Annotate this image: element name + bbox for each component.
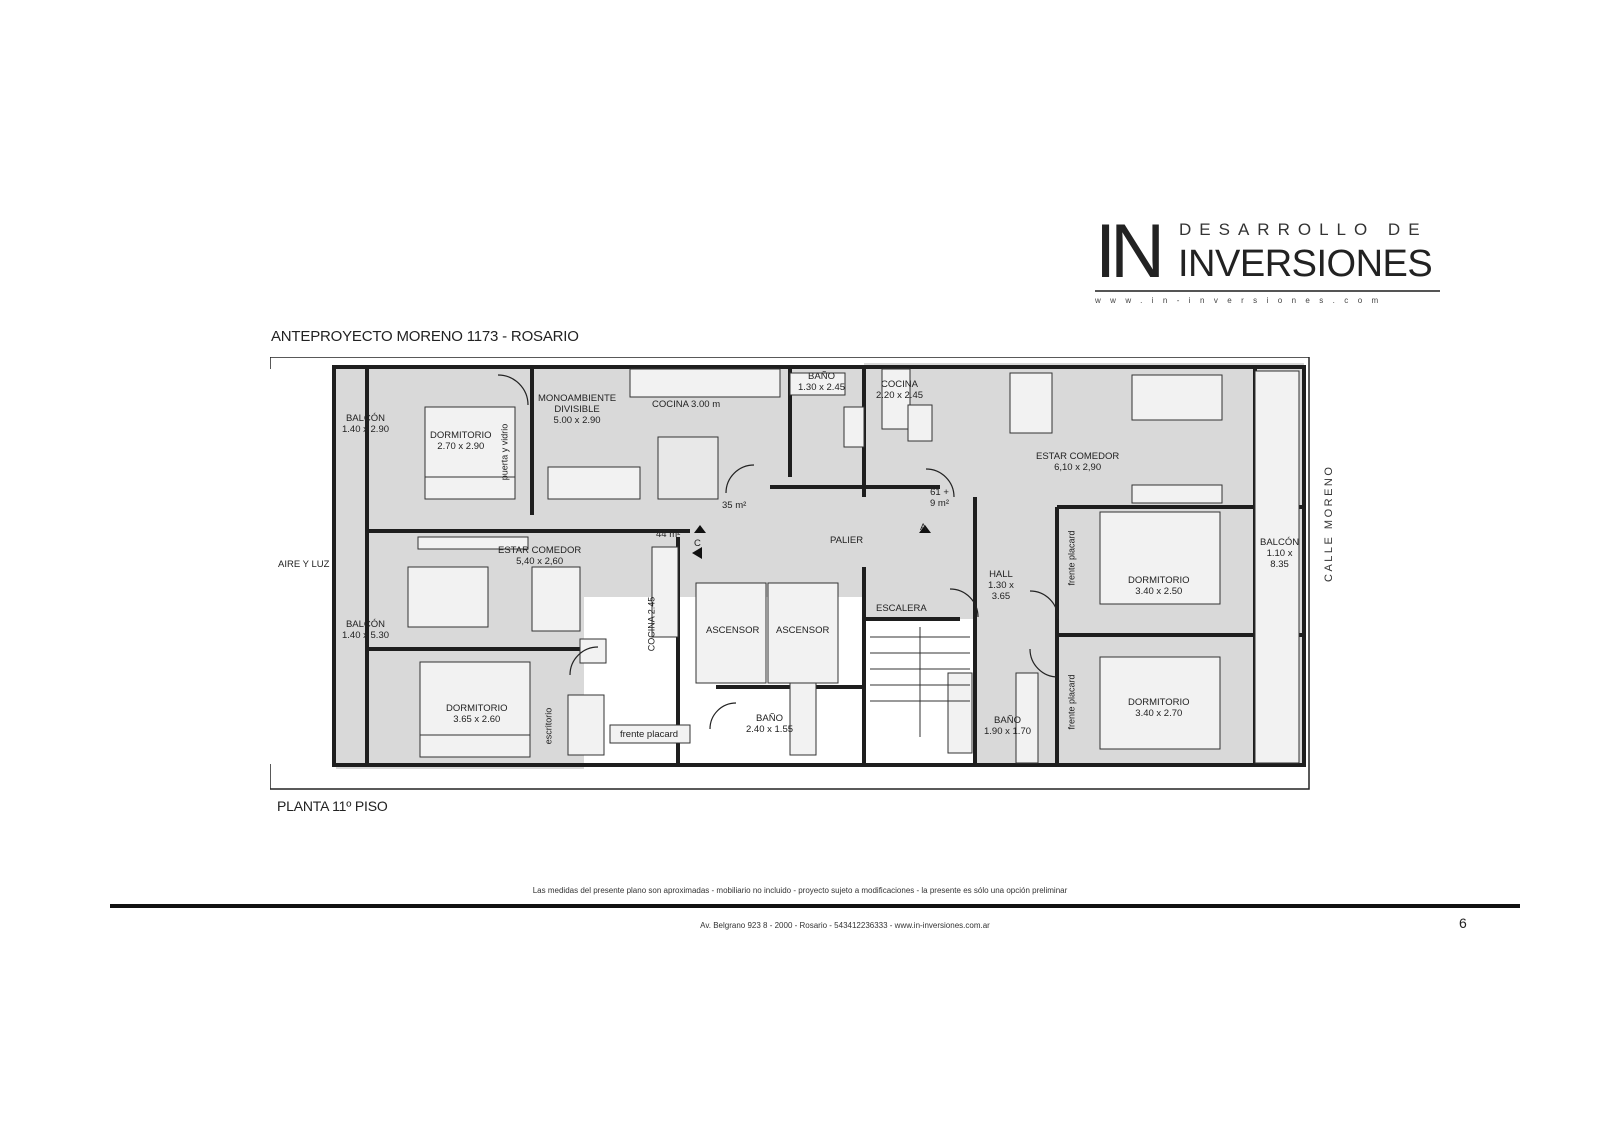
footer-address: Av. Belgrano 923 8 - 2000 - Rosario - 54… <box>700 921 990 930</box>
page-title: ANTEPROYECTO MORENO 1173 - ROSARIO <box>271 328 579 345</box>
logo-rule <box>1095 290 1440 292</box>
floor-plan-drawing <box>270 357 1310 790</box>
label-puerta-vidrio: puerta y vidrio <box>499 423 510 481</box>
entry-markers <box>692 525 931 559</box>
label-ascensor-1: ASCENSOR <box>706 625 760 636</box>
label-escritorio: escritorio <box>543 707 554 745</box>
label-marker-c: C <box>694 538 701 549</box>
label-palier: PALIER <box>830 535 864 546</box>
label-frente-placard-2: frente placard <box>620 729 679 740</box>
label-area-44: 44 m² <box>656 529 681 540</box>
label-cocina-a: COCINA 3.00 m <box>652 399 721 410</box>
label-area-61: 61 +9 m² <box>930 487 949 509</box>
logo-url: www.in-inversiones.com <box>1095 296 1388 305</box>
logo-main-line: INVERSIONES <box>1178 243 1433 285</box>
aire-luz-void <box>270 369 336 764</box>
label-cocina-c: COCINA 2.45 <box>646 596 657 652</box>
street-label: CALLE MORENO <box>1323 464 1335 582</box>
label-area-35: 35 m² <box>722 500 747 511</box>
label-escalera: ESCALERA <box>876 603 927 614</box>
stair-treads <box>870 627 970 737</box>
page-number: 6 <box>1459 915 1467 931</box>
logo-top-line: DESARROLLO DE <box>1179 220 1428 239</box>
furniture <box>407 368 1300 764</box>
footer-rule <box>110 904 1520 908</box>
logo-mark: IN <box>1095 209 1165 294</box>
label-marker-a: A <box>920 522 927 533</box>
label-ascensor-2: ASCENSOR <box>776 625 830 636</box>
label-frente-placard-1: frente placard <box>1066 530 1077 586</box>
label-frente-placard-3: frente placard <box>1066 674 1077 730</box>
door-swings <box>497 374 1059 730</box>
footer-disclaimer: Las medidas del presente plano son aprox… <box>532 886 1068 895</box>
floor-subtitle: PLANTA 11º PISO <box>277 798 388 814</box>
label-aire-luz: AIRE Y LUZ <box>278 559 330 570</box>
company-logo: IN DESARROLLO DE INVERSIONES www.in-inve… <box>1095 209 1445 308</box>
